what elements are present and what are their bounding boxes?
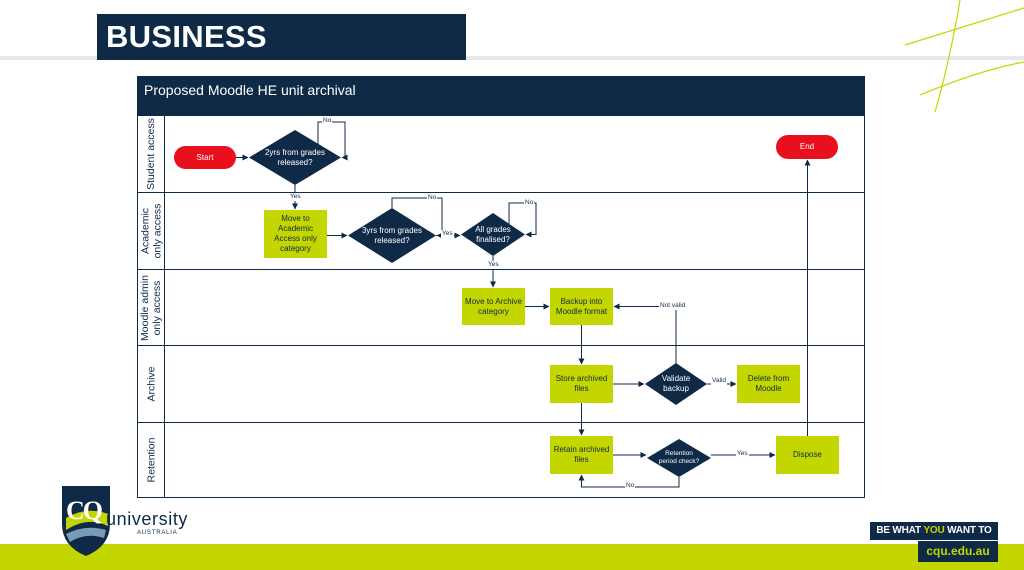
lane-label-column-divider [164,116,165,497]
validate-label: Validate backup [661,374,691,393]
edge-grades-no-loop [508,202,537,238]
workflow-diagram: Proposed Moodle HE unit archival Student… [137,76,865,498]
delete-process [737,365,800,403]
edge-label-yes: Yes [289,193,302,201]
edge-2yrs-no-loop [317,121,348,161]
retention-check-diamond [647,439,711,477]
dispose-process [776,436,839,474]
decorative-curves [904,0,1024,113]
start-label: Start [196,152,214,162]
tagline-text: BE WHAT YOU WANT TO BE [870,522,998,554]
backup-process [550,288,613,325]
lane-divider [138,345,864,346]
edge-label-no: No [625,482,636,490]
decision-grades-label: All grades finalised? [475,224,511,244]
delete-label: Delete from Moodle [747,374,790,393]
edge-label-no: No [524,199,535,207]
retention-check-label: Retention period check? [658,450,700,465]
backup-label: Backup into Moodle format [555,296,608,316]
diagram-title: Proposed Moodle HE unit archival [138,77,864,116]
slide-title: BUSINESS WORKFLOW [97,14,466,100]
move-archive-process [462,288,525,325]
edge-label-yes: Yes [736,450,749,458]
logo-subtext: AUSTRALIA [137,530,178,536]
cqu-shield-logo [62,486,110,556]
logo-letters: CQ [66,496,103,525]
edge-label-not-valid: Not valid [659,302,687,310]
tagline: BE WHAT YOU WANT TO BE cqu.edu.au [870,522,998,562]
edge-label-yes: Yes [487,261,500,269]
header-rule [0,56,1024,60]
logo-word: university [106,509,189,529]
website-url[interactable]: cqu.edu.au [918,541,998,562]
decision-3yrs-label: 3yrs from grades released? [361,225,423,245]
move-academic-label: Move to Academic Access only category [274,214,317,253]
retain-label: Retain archived files [553,445,610,464]
edge-validate-not-valid [613,303,677,363]
decision-3yrs-diamond [348,208,436,263]
flow-shapes [174,121,839,488]
edge-label-no: No [427,194,438,202]
move-archive-label: Move to Archive category [465,296,522,316]
start-terminator [174,146,236,169]
lane-divider [138,422,864,423]
store-process [550,365,613,403]
store-label: Store archived files [555,374,608,393]
edge-label-no: No [322,117,333,125]
lane-divider [138,192,864,193]
end-terminator [776,135,838,159]
move-academic-process [264,210,327,258]
decision-2yrs-label: 2yrs from grades released? [264,147,326,167]
lane-divider [138,269,864,270]
edge-label-valid: Valid [711,377,727,385]
end-label: End [799,142,815,151]
edge-label-yes: Yes [441,230,454,238]
dispose-label: Dispose [793,450,822,459]
retain-process [550,436,613,474]
footer-band [0,544,1024,570]
validate-diamond [645,363,707,405]
